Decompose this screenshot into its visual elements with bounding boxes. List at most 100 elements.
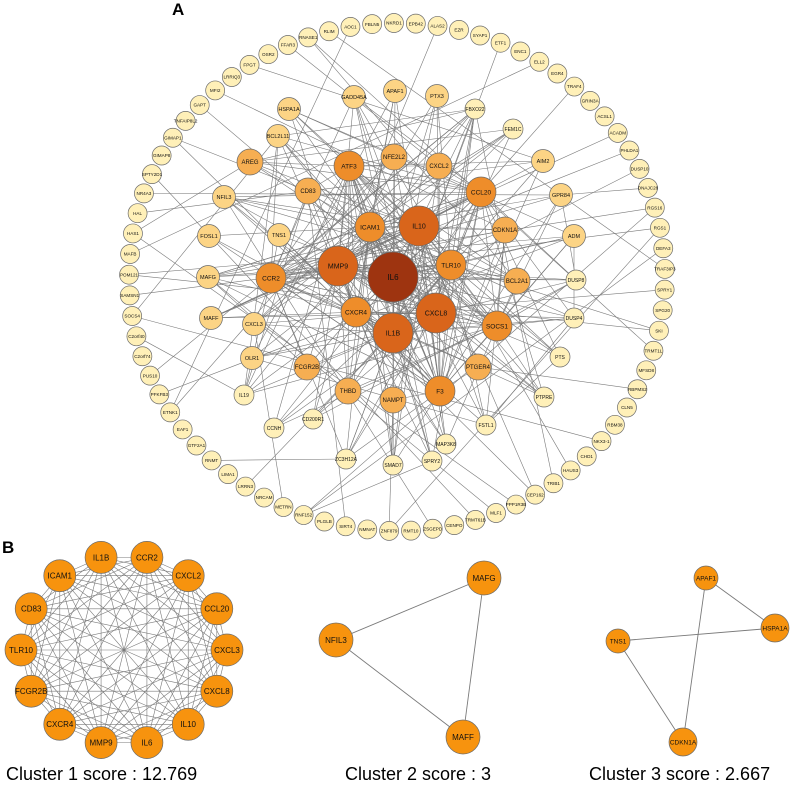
ring-node-cep162: CEP162: [525, 484, 546, 505]
ring-node-ffar3-circle: [278, 35, 298, 55]
ring-node-defa3-label: DEFA3: [656, 246, 671, 251]
ring-node-nrcam-circle: [254, 487, 274, 508]
ring-node-acadm-circle: [607, 123, 628, 143]
node-cdkn1a: CDKN1A: [491, 216, 519, 244]
ring-node-osr2-label: OSR2: [262, 52, 275, 57]
node-socs1: SOCS1: [481, 310, 513, 342]
ring-node-trib1-label: TRIB1: [547, 481, 560, 486]
cluster-2-node-mafg-circle: [466, 560, 502, 596]
c1-edge-il10-icam1: [59, 575, 189, 725]
edge-gadd45a-f3: [353, 96, 441, 392]
node-zc3h12a-circle: [335, 448, 357, 470]
edge-nfil3-icam1: [223, 196, 371, 228]
ring-node-ppp1r3b-circle: [506, 494, 526, 515]
node-dusp8-circle: [565, 269, 587, 291]
edge-ccl20-dusp8: [480, 191, 577, 281]
edge-rbpms2-ptger4: [477, 366, 638, 390]
node-cxcr4-label: CXCR4: [345, 309, 367, 316]
edge-pus10-fbxo22: [149, 108, 476, 376]
node-cd83-circle: [294, 177, 322, 205]
edge-cxcl3-cd83: [253, 190, 309, 325]
node-fosl1-label: FOSL1: [200, 234, 217, 240]
ring-node-chd1-circle: [576, 446, 597, 467]
edge-gadd45a-cxcl8: [353, 96, 437, 314]
edge-nfil3-tlr10: [223, 196, 452, 266]
ring-node-alas2-label: ALAS2: [430, 24, 445, 29]
edge-gadd45a-mmp9: [337, 96, 355, 267]
c1-edge-il1b-tlr10: [20, 557, 102, 651]
node-fbxo22: FBXO22: [464, 98, 486, 120]
ring-node-grin3a-label: GRIN3A: [582, 99, 600, 104]
node-ccl20: CCL20: [465, 176, 497, 208]
c1-edge-cxcl8-tlr10: [20, 649, 217, 692]
ring-node-chd1: CHD1: [576, 446, 597, 467]
node-cxcr4-circle: [340, 296, 372, 328]
edge-fem1c-il10: [418, 128, 514, 227]
cluster-1-node-il6-circle: [130, 726, 164, 759]
c1-edge-il10-fcgr2b: [31, 690, 189, 725]
ring-node-nkrd1: NKRD1: [384, 13, 404, 33]
node-ccr2-circle: [255, 262, 287, 294]
ring-node-trmt61b: TRMT61B: [465, 510, 486, 530]
cluster-1-node-mmp9-circle: [84, 726, 118, 759]
cluster-2-node-mafg: MAFG: [466, 560, 502, 596]
ring-node-rlim: RLIM: [319, 21, 339, 42]
ring-node-haus3: HAUS3: [560, 460, 581, 481]
node-f3-label: F3: [436, 388, 444, 395]
node-map3k8: MAP3K8: [435, 433, 457, 455]
node-il6: IL6: [367, 251, 419, 303]
node-il1b-label: IL1B: [386, 331, 401, 338]
ring-node-rlim-label: RLIM: [324, 29, 335, 34]
ring-node-cln5: CLN5: [617, 397, 637, 418]
node-fosl1-circle: [197, 224, 221, 248]
c1-edge-cxcl3-cxcr4: [59, 649, 228, 725]
cluster-3-caption: Cluster 3 score : 2.667: [589, 764, 771, 784]
c1-edge-cxcl8-cxcr4: [59, 690, 217, 725]
edge-gpr84-socs1: [496, 194, 562, 327]
c1-edge-ccl20-tlr10: [20, 608, 217, 651]
ring-node-sirt4-circle: [335, 516, 356, 537]
ring-node-nrcam: NRCAM: [254, 487, 274, 508]
ring-node-c2orf40: C2orf40: [126, 326, 147, 347]
ring-node-mfi2: MFI2: [205, 80, 226, 101]
node-smad7-circle: [382, 454, 404, 476]
ring-node-rgs16-label: RGS16: [647, 205, 663, 210]
node-gadd45a-label: GADD45A: [341, 95, 367, 101]
edge-cxcl8-zc3h12a: [345, 312, 437, 460]
cluster-3-node-cdkn1a-label: CDKN1A: [670, 739, 697, 746]
ring-node-gimap8-label: GIMAP8: [153, 153, 171, 158]
ring-node-enc1-circle: [510, 41, 531, 62]
c1-edge-cxcl2-il6: [146, 575, 189, 743]
ring-node-c2orf74-circle: [132, 346, 153, 367]
node-fstl1: FSTL1: [475, 414, 497, 436]
ring-node-gimap1: GIMAP1: [163, 127, 183, 148]
node-ptpre-circle: [533, 386, 555, 408]
node-pts-circle: [549, 346, 571, 368]
ring-node-pom121-circle: [119, 264, 139, 285]
ring-node-rbm38-label: RBM38: [607, 422, 623, 427]
node-mmp9-circle: [317, 245, 359, 287]
ring-node-ezr-label: EZR: [454, 28, 464, 33]
ring-node-grin3a: GRIN3A: [580, 91, 600, 111]
c1-edge-il1b-ccl20: [100, 557, 217, 610]
ring-node-trmt61b-circle: [465, 510, 486, 530]
ring-node-phlda1: PHLDA1: [619, 140, 640, 161]
ring-node-c2orf40-circle: [126, 326, 147, 347]
edge-traf4-ccl20: [480, 86, 575, 193]
cluster-1-node-il1b-circle: [84, 541, 118, 574]
node-fosl1: FOSL1: [197, 224, 221, 248]
node-fcgr2b-circle: [293, 353, 321, 381]
node-fem1c-circle: [502, 118, 524, 140]
ring-node-socs4: SOCS4: [122, 306, 143, 326]
node-nfe2l2: NFE2L2: [380, 143, 408, 171]
ring-node-rnmt-label: RNMT: [205, 458, 218, 463]
ring-node-ppp1r3b: PPP1R3B: [506, 494, 526, 515]
ring-node-lrrn3-label: LRRN3: [238, 484, 254, 489]
edge-rlim-traf3ip3: [328, 31, 666, 270]
ring-node-socs4-circle: [122, 306, 143, 326]
cluster-1-node-fcgr2b: FCGR2B: [14, 674, 48, 708]
edge-socs4-nkx3-1: [132, 315, 602, 442]
cluster-1-caption: Cluster 1 score : 12.769: [6, 764, 198, 784]
edge-ptx3-tlr10: [436, 95, 452, 266]
